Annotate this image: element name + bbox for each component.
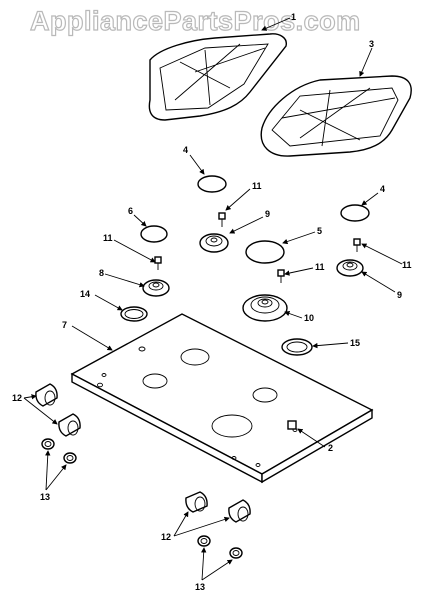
watermark: AppliancePartsPros.com	[29, 5, 361, 36]
callout-5: 5	[317, 226, 322, 236]
callout-14: 14	[80, 289, 90, 299]
callout-12-bottom: 12	[161, 532, 171, 542]
callout-13-bottom: 13	[195, 582, 205, 592]
leader-lines	[23, 17, 403, 581]
callout-labels: 1 3 4 11 9 6 5 4 11 8 11 11 9 14 10 7 15…	[12, 12, 412, 592]
burner-head-9-right	[336, 259, 364, 277]
grate-right	[260, 75, 412, 157]
knob-12-d	[228, 499, 251, 523]
callout-11-a: 11	[252, 181, 262, 191]
callout-8: 8	[99, 268, 104, 278]
callout-11-b: 11	[103, 233, 113, 243]
callout-10: 10	[304, 313, 314, 323]
ring-15	[281, 338, 313, 356]
knob-12-a	[35, 383, 58, 407]
bezel-13-b	[63, 452, 77, 464]
ring-14	[120, 306, 148, 322]
burner-cap-4-right	[340, 204, 370, 222]
callout-11-d: 11	[402, 260, 412, 270]
callout-15: 15	[350, 338, 360, 348]
callout-11-c: 11	[315, 262, 325, 272]
screw-11-d	[353, 238, 361, 252]
callout-13-left: 13	[40, 492, 50, 502]
bezel-13-a	[41, 438, 55, 450]
burner-head-9-center	[199, 233, 229, 253]
bezel-13-c	[197, 535, 211, 547]
burner-cap-6	[140, 225, 168, 243]
callout-2: 2	[328, 443, 333, 453]
bezel-13-d	[229, 547, 243, 559]
callout-12-left: 12	[12, 393, 22, 403]
callout-7: 7	[62, 320, 67, 330]
burner-cap-5	[245, 240, 285, 264]
grate-left	[148, 33, 287, 121]
callout-9-center: 9	[265, 209, 270, 219]
callout-4-center: 4	[183, 145, 188, 155]
screw-11-a	[218, 212, 226, 227]
screw-11-c	[277, 269, 285, 283]
burner-head-8	[142, 279, 170, 297]
knob-12-b	[58, 413, 81, 437]
callout-6: 6	[128, 206, 133, 216]
burner-cap-4-center	[197, 175, 227, 193]
burner-head-10	[242, 294, 288, 322]
callout-3: 3	[369, 39, 374, 49]
screw-11-b	[154, 256, 162, 270]
cooktop-panel	[70, 313, 374, 484]
callout-1: 1	[291, 12, 296, 22]
callout-4-right: 4	[380, 184, 385, 194]
callout-9-right: 9	[397, 290, 402, 300]
knob-12-c	[185, 491, 208, 513]
